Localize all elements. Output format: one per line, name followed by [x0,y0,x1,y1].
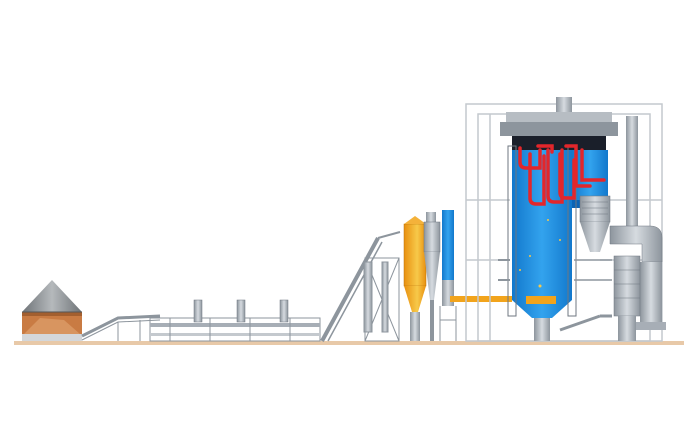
belt-conveyor [81,314,161,341]
day-silo [403,216,427,341]
air-preheater [613,255,641,341]
superheater-coils [518,144,606,206]
blue-drying-column [439,210,457,341]
fuel-storage-dome [22,280,82,341]
feed-duct [450,296,512,302]
economizer [579,195,611,252]
flue-gas-duct [609,116,666,330]
ground-line [14,341,684,345]
fuel-dryer-line [149,299,321,342]
cyclone-separator [423,212,441,341]
silo-support-frame [363,257,400,342]
ash-conveyors [498,259,612,332]
